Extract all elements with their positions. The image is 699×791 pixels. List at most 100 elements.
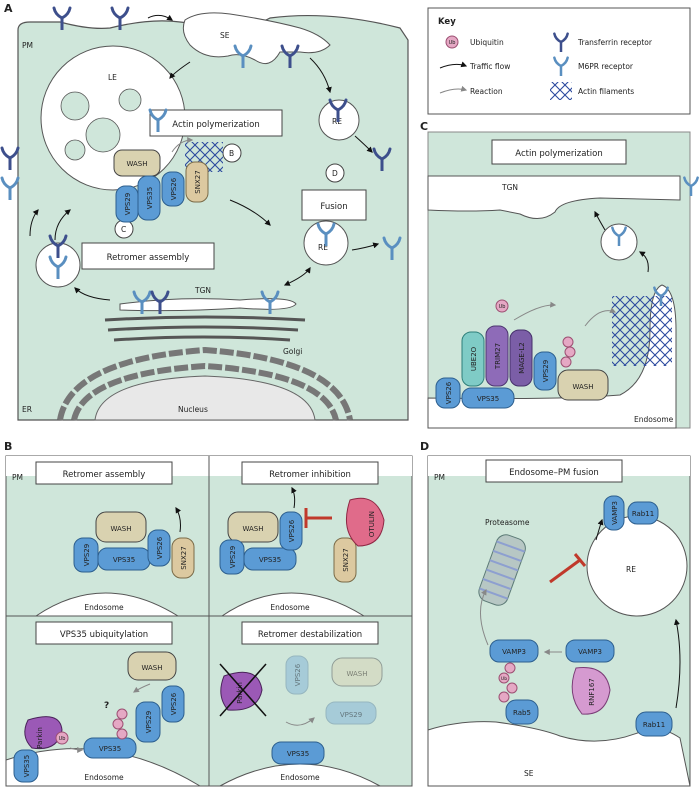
ubiquitin-d-4 bbox=[498, 691, 510, 703]
ilv-1 bbox=[60, 91, 90, 121]
ubiquitin-c-1 bbox=[562, 336, 574, 348]
ube2o-label: UBE2O bbox=[470, 346, 478, 371]
vps29-a-label: VPS29 bbox=[124, 193, 132, 215]
traffic-flow-key-label: Traffic flow bbox=[469, 62, 510, 71]
ubiquitin-b3-3 bbox=[116, 728, 128, 740]
key-panel: Key Ub Ubiquitin Traffic flow Reaction T… bbox=[427, 7, 691, 115]
rab11-top-label: Rab11 bbox=[632, 510, 654, 518]
sorting-endosome bbox=[182, 12, 331, 65]
arrow-endosome-vesicle bbox=[638, 251, 649, 273]
arrow-vamp3-top bbox=[595, 518, 604, 541]
ubiquitin-d-3 bbox=[506, 682, 518, 694]
vps26-b4 bbox=[285, 655, 309, 695]
panel-d: D PM Endosome–PM fusion RE Rab11 VAMP3 P… bbox=[420, 440, 691, 787]
ubiquitin-c-3 bbox=[560, 356, 572, 368]
panel-letter-b: B bbox=[4, 440, 12, 453]
golgi-1 bbox=[104, 315, 306, 322]
arrow-ub-c bbox=[513, 301, 557, 321]
endosome-c-label: Endosome bbox=[634, 415, 674, 424]
nucleus-label: Nucleus bbox=[178, 405, 208, 414]
arrow-wash-actin-c bbox=[584, 307, 617, 327]
actin-polymerization-box-c bbox=[491, 139, 627, 165]
wash-b2 bbox=[227, 511, 279, 543]
wash-a bbox=[113, 149, 161, 177]
transferrin-receptor-key-label: Transferrin receptor bbox=[577, 38, 653, 47]
arrow-complex-re bbox=[229, 199, 271, 226]
vps35-b3-right-label: VPS35 bbox=[99, 745, 121, 753]
vps35-c bbox=[461, 387, 515, 409]
snx27-b2 bbox=[333, 537, 357, 583]
pm-label: PM bbox=[22, 41, 33, 50]
actin-polymerization-label-c: Actin polymerization bbox=[515, 149, 602, 159]
rnf167 bbox=[571, 666, 611, 715]
vps26-a bbox=[161, 171, 185, 207]
golgi-3 bbox=[113, 335, 291, 342]
tgn-a bbox=[119, 298, 297, 312]
actin-key-label: Actin filaments bbox=[578, 87, 634, 96]
trim27-label: TRIM27 bbox=[494, 343, 502, 370]
golgi-2 bbox=[107, 325, 299, 332]
panel-letter-c: C bbox=[420, 120, 428, 133]
wash-b1 bbox=[95, 511, 147, 543]
traffic-flow-key-icon bbox=[439, 61, 468, 69]
ubiquitin-d-1 bbox=[504, 662, 516, 674]
vps26-b1 bbox=[147, 529, 171, 567]
arrow-pm-se bbox=[147, 14, 173, 21]
key-title: Key bbox=[438, 17, 456, 27]
marker-b: B bbox=[229, 149, 234, 158]
rab11-bottom-label: Rab11 bbox=[643, 721, 665, 729]
le-label: LE bbox=[108, 73, 117, 82]
endosome-b1 bbox=[34, 592, 180, 617]
ubiquitin-b3-2 bbox=[112, 718, 124, 730]
wash-b4 bbox=[331, 657, 383, 687]
vps35-b2-label: VPS35 bbox=[259, 556, 281, 564]
arrow-tgn-vesicle bbox=[74, 287, 111, 301]
ubiquitin-b3-parkin bbox=[55, 731, 69, 745]
vps26-b2 bbox=[279, 511, 303, 551]
vps35-b4 bbox=[271, 741, 325, 765]
panel-b: B PM Retromer assembly Endosome WASH VPS… bbox=[4, 440, 413, 787]
parkin-b3-label: Parkin bbox=[36, 727, 44, 749]
otulin-label: OTULIN bbox=[368, 511, 376, 537]
actin-filaments-c bbox=[612, 296, 672, 366]
endosome-b4-label: Endosome bbox=[280, 773, 320, 782]
fusion-box bbox=[301, 189, 367, 221]
retromer-assembly-box bbox=[81, 242, 215, 270]
proteasome-icon bbox=[478, 534, 526, 606]
ilv-3 bbox=[118, 88, 142, 112]
tgn-c-label: TGN bbox=[501, 183, 518, 192]
wash-b3 bbox=[127, 651, 177, 681]
rab11-bottom bbox=[635, 711, 673, 737]
arrow-b2 bbox=[291, 486, 297, 509]
arrow-wash-vps-b3 bbox=[133, 683, 151, 693]
panel-c: C Actin polymerization TGN Endosome UBE2… bbox=[420, 120, 699, 429]
vps26-b3-label: VPS26 bbox=[170, 692, 178, 715]
otulin bbox=[345, 497, 385, 547]
retromer-destabilization-title: Retromer destabilization bbox=[258, 630, 362, 640]
reaction-key-label: Reaction bbox=[470, 87, 503, 96]
snx27-b1-label: SNX27 bbox=[180, 546, 188, 569]
ubiquitin-key-icon bbox=[445, 35, 459, 49]
vps29-b4-label: VPS29 bbox=[340, 711, 362, 719]
re-d-label: RE bbox=[626, 565, 636, 574]
vps29-b2-label: VPS29 bbox=[229, 546, 237, 568]
wash-c-label: WASH bbox=[572, 383, 593, 391]
vps35-a-label: VPS35 bbox=[146, 187, 154, 209]
ubiquitin-c-2 bbox=[564, 346, 576, 358]
vps29-b3-label: VPS29 bbox=[145, 711, 153, 733]
m6pr-key-label: M6PR receptor bbox=[578, 62, 634, 71]
vps26-b1-label: VPS26 bbox=[156, 536, 164, 559]
rab11-top bbox=[627, 501, 659, 525]
marker-d-circle bbox=[325, 163, 345, 183]
arrow-se-le bbox=[169, 61, 191, 79]
vps35-b1-label: VPS35 bbox=[113, 556, 135, 564]
vps35-c-label: VPS35 bbox=[477, 395, 499, 403]
wash-b3-label: WASH bbox=[141, 664, 162, 672]
re-d bbox=[586, 515, 688, 617]
ub-key-text: Ub bbox=[449, 40, 456, 46]
retromer-inhibition-title: Retromer inhibition bbox=[269, 470, 351, 480]
vps35-ubiquitylation-title: VPS35 ubiquitylation bbox=[60, 630, 148, 640]
ubiquitin-b3-1 bbox=[116, 708, 128, 720]
vps35-b3-left-label: VPS35 bbox=[23, 755, 31, 777]
arrow-wash-actin bbox=[171, 137, 194, 153]
